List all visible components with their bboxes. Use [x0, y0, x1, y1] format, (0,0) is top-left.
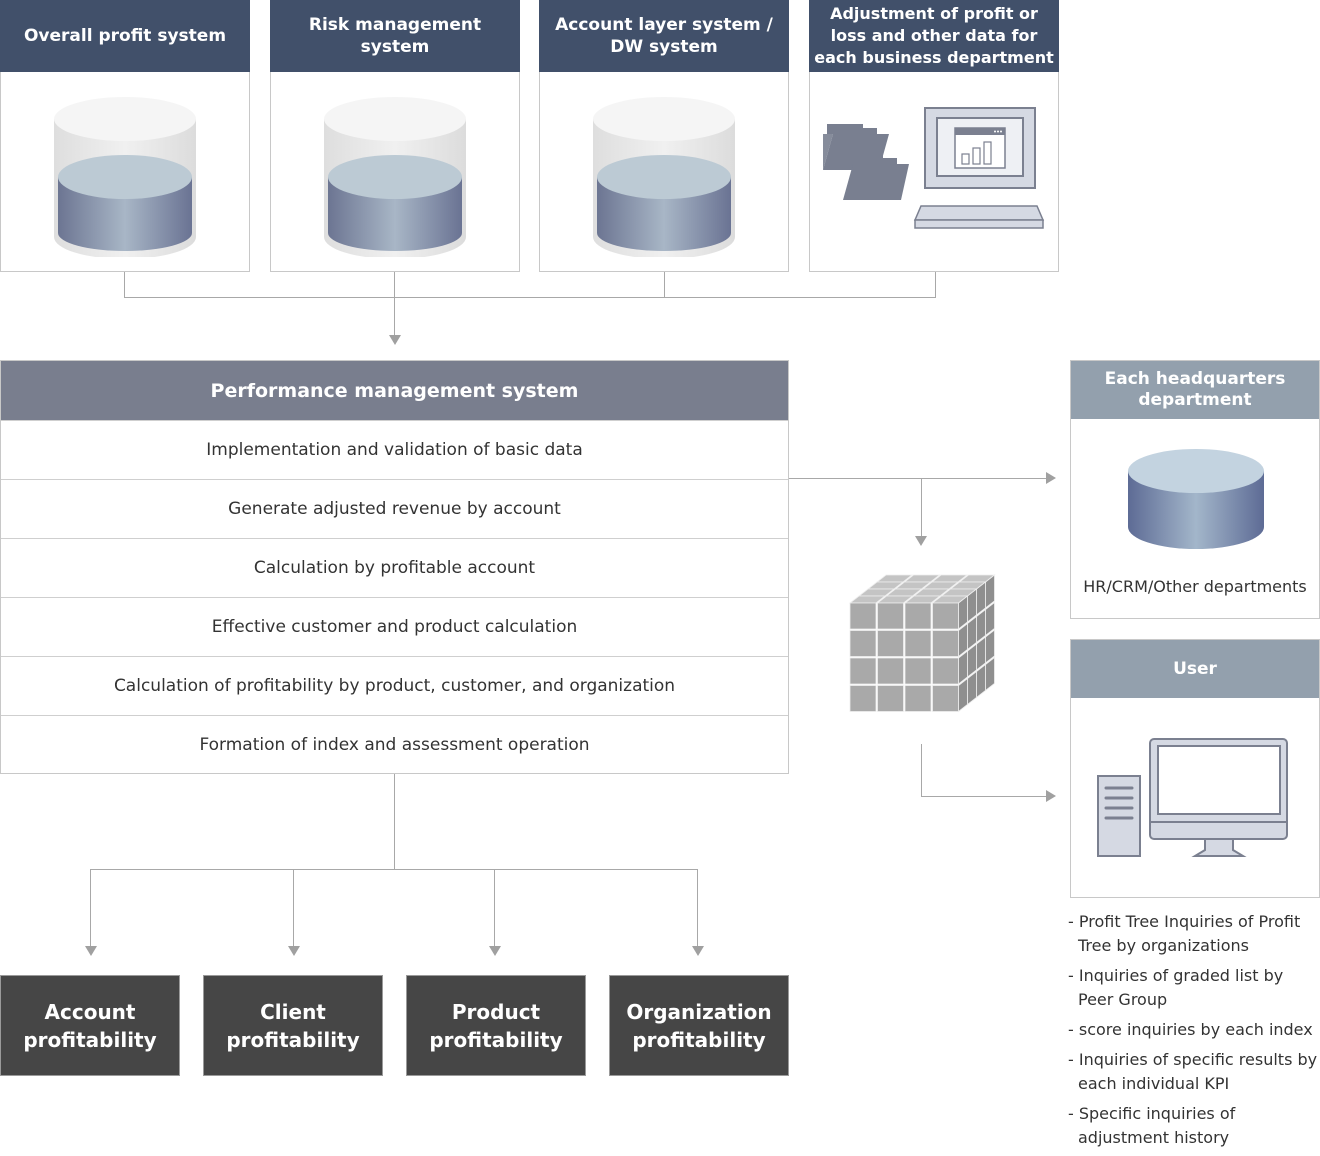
output-line1: Organization — [626, 999, 772, 1024]
list-item: - Specific inquiries of adjustment histo… — [1068, 1104, 1236, 1147]
connector-line — [664, 272, 665, 297]
user-inquiry-list: - Profit Tree Inquiries of Profit Tree b… — [1068, 910, 1320, 1156]
pms-step: Calculation of profitability by product,… — [1, 656, 788, 715]
arrow-right-icon — [1046, 790, 1056, 802]
output-line2: profitability — [632, 1027, 766, 1052]
output-line2: profitability — [23, 1027, 157, 1052]
pms-step: Formation of index and assessment operat… — [1, 715, 788, 774]
connector-line — [394, 774, 395, 870]
connector-line — [394, 297, 395, 337]
source-risk-management: Risk management system — [270, 0, 520, 272]
list-item: - Inquiries of graded list by Peer Group — [1068, 966, 1284, 1009]
user-panel: User — [1070, 639, 1320, 898]
database-icon — [1, 72, 249, 271]
list-item: - Inquiries of specific results by each … — [1068, 1050, 1318, 1093]
pms-title: Performance management system — [1, 361, 788, 420]
output-line2: profitability — [429, 1027, 563, 1052]
connector-line — [293, 869, 294, 949]
list-item: - score inquiries by each index — [1068, 1020, 1313, 1039]
database-icon — [271, 72, 519, 271]
arrow-down-icon — [915, 536, 927, 546]
arrow-down-icon — [389, 335, 401, 345]
database-icon — [1126, 447, 1266, 553]
desktop-computer-icon — [1095, 736, 1291, 862]
connector-line — [921, 796, 1047, 797]
pms-step: Calculation by profitable account — [1, 538, 788, 597]
connector-line — [921, 478, 922, 538]
output-line1: Account — [44, 999, 136, 1024]
pms-step: Generate adjusted revenue by account — [1, 479, 788, 538]
source-title: Overall profit system — [0, 0, 250, 72]
output-line1: Product — [451, 999, 541, 1024]
headquarters-caption: HR/CRM/Other departments — [1083, 577, 1307, 596]
source-account-layer-dw: Account layer system / DW system — [539, 0, 789, 272]
arrow-down-icon — [288, 946, 300, 956]
source-business-adjustment: Adjustment of profit or loss and other d… — [809, 0, 1059, 272]
computer-folders-icon — [810, 72, 1058, 271]
connector-line — [90, 869, 91, 949]
output-line1: Client — [260, 999, 326, 1024]
connector-line — [697, 869, 698, 949]
source-title: Risk management system — [270, 0, 520, 72]
output-client-profitability: Client profitability — [203, 975, 383, 1076]
output-organization-profitability: Organization profitability — [609, 975, 789, 1076]
connector-line — [789, 478, 1047, 479]
headquarters-panel: Each headquarters department HR/CRM/Othe… — [1070, 360, 1320, 619]
output-line2: profitability — [226, 1027, 360, 1052]
pms-step: Implementation and validation of basic d… — [1, 420, 788, 479]
arrow-down-icon — [692, 946, 704, 956]
data-cube-icon — [845, 570, 1005, 715]
connector-line — [124, 297, 936, 298]
connector-line — [90, 869, 698, 870]
list-item: - Profit Tree Inquiries of Profit Tree b… — [1068, 912, 1301, 955]
arrow-down-icon — [85, 946, 97, 956]
performance-management-system: Performance management system Implementa… — [0, 360, 789, 774]
connector-line — [921, 744, 922, 796]
headquarters-title: Each headquarters department — [1071, 361, 1319, 419]
arrow-down-icon — [489, 946, 501, 956]
connector-line — [124, 272, 125, 297]
source-title: Account layer system / DW system — [539, 0, 789, 72]
output-product-profitability: Product profitability — [406, 975, 586, 1076]
database-icon — [540, 72, 788, 271]
pms-step: Effective customer and product calculati… — [1, 597, 788, 656]
source-title: Adjustment of profit or loss and other d… — [809, 0, 1059, 72]
source-overall-profit: Overall profit system — [0, 0, 250, 272]
connector-line — [494, 869, 495, 949]
output-account-profitability: Account profitability — [0, 975, 180, 1076]
arrow-right-icon — [1046, 472, 1056, 484]
user-title: User — [1071, 640, 1319, 698]
connector-line — [935, 272, 936, 297]
connector-line — [394, 272, 395, 297]
